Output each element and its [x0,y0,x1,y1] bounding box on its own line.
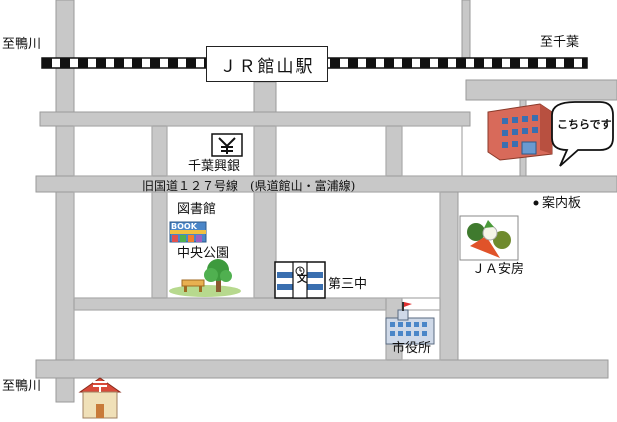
city-hall-icon [385,302,435,345]
park-icon [169,259,241,297]
info-board-label: 案内板 [542,196,582,211]
block-south-west [73,309,387,361]
destination-callout-bubble [551,101,614,167]
block-west-mid [73,191,153,299]
post-office-icon [78,377,122,419]
blocks [73,125,463,361]
station-name: ＪＲ館山駅 [206,46,328,82]
road-label: 旧国道１２７号線 (県道館山・富浦線) [142,179,356,193]
road-horizontal-south-inner [73,297,387,311]
ja-vegetables-icon [459,215,519,261]
school-sign: 文 [297,274,307,285]
road-vertical-northeast [461,0,471,59]
city-hall-label: 市役所 [392,341,432,356]
block-north-west [73,125,153,177]
school-icon [274,261,326,299]
block-north-center [275,125,387,177]
road-horizontal-north [39,111,471,127]
direction-kamogawa-north: 至鴨川 [2,37,42,52]
road-horizontal-east-station [465,79,617,101]
road-horizontal-south [35,359,609,379]
road-vertical-ja [439,189,459,366]
bank-yen-icon [211,133,243,157]
block-north-east [401,125,463,177]
direction-chiba: 至千葉 [540,35,580,50]
school-label: 第三中 [328,277,368,292]
library-label: 図書館 [177,202,217,217]
library-book-icon [169,221,207,243]
library-book-sign: BOOK [171,222,197,231]
destination-building-icon [487,103,553,161]
direction-kamogawa-south: 至鴨川 [2,379,42,394]
ja-label: ＪＡ安房 [472,262,525,277]
bank-label: 千葉興銀 [188,159,241,174]
info-board-marker [533,200,539,206]
destination-callout-text: こちらです [557,118,612,131]
park-label: 中央公園 [177,246,230,261]
